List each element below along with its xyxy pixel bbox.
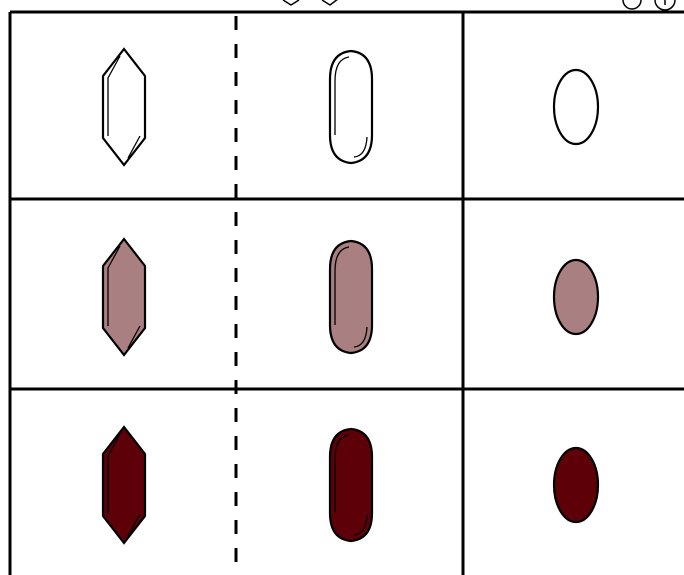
hexagonal-prism-shape-row-3 — [103, 427, 145, 543]
rounded-prism-shape-row-3 — [330, 429, 372, 541]
oval-shape-row-2 — [554, 260, 598, 334]
small-hexagon-icon — [322, 0, 338, 5]
small-hexagon-icon — [283, 0, 299, 5]
small-oval-icon — [655, 0, 675, 10]
shape-grid — [103, 49, 598, 543]
oval-shape-row-3 — [554, 448, 598, 522]
oval-shape-row-1 — [554, 70, 598, 144]
top-strip-icons — [283, 0, 675, 10]
rounded-prism-shape-row-2 — [330, 241, 372, 353]
small-oval-icon — [623, 0, 641, 9]
rounded-prism-shape-row-1 — [330, 51, 372, 163]
hexagonal-prism-shape-row-2 — [103, 239, 145, 355]
hexagonal-prism-shape-row-1 — [103, 49, 145, 165]
